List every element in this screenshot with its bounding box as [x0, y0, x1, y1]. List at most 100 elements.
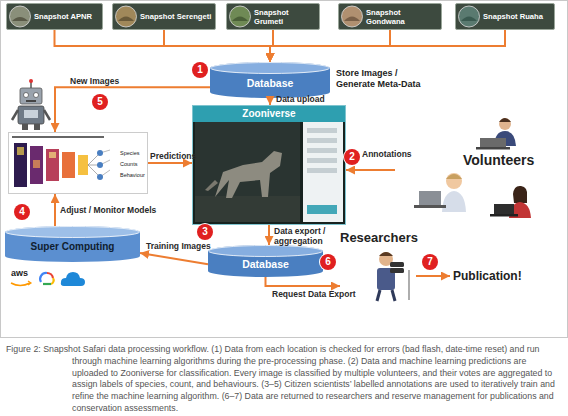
callout-number: 2: [344, 149, 360, 165]
volunteer-child: [419, 191, 441, 205]
researcher-person: [408, 270, 409, 300]
edge-label: Request Data Export: [272, 289, 356, 299]
callout-number: 5: [92, 94, 108, 110]
volunteer-person: [494, 131, 516, 146]
researcher-person: [377, 268, 395, 290]
location-photo: [12, 17, 28, 21]
robot-icon: [12, 110, 18, 120]
researcher-person: [377, 290, 380, 301]
cloud-logos: [28, 281, 31, 285]
node-label: Snapshot Ruaha: [483, 4, 552, 29]
robot-icon: [24, 93, 29, 98]
location-box: Snapshot Ruaha: [455, 3, 555, 30]
figure-caption: Figure 2: Snapshot Safari data processin…: [6, 344, 562, 415]
cloud-logos: [11, 283, 30, 286]
cnn-figure: SpeciesCountsBehaviour: [8, 132, 148, 194]
cnn-illustration: [12, 136, 110, 187]
flow-arrow: [270, 30, 273, 62]
location-photo: [230, 6, 251, 27]
node-label: Researchers: [340, 230, 418, 245]
camera-trap-screenshot: [307, 168, 337, 173]
cylinder-top: [6, 227, 140, 238]
researcher-person: [379, 252, 393, 256]
camera-trap-screenshot: [307, 205, 337, 214]
volunteer-child: [446, 174, 462, 179]
figure-frame: [1, 1, 568, 338]
robot-icon: [24, 110, 38, 118]
researcher-person: [392, 290, 395, 301]
cnn-illustration: [97, 150, 103, 156]
robot-icon: [26, 100, 36, 102]
cloud-logos: [47, 273, 53, 278]
volunteer-person: [490, 186, 531, 218]
flow-arrow: [55, 87, 210, 132]
camera-trap-screenshot: [195, 122, 300, 222]
node-label: Volunteers: [463, 152, 534, 168]
location-box: Snapshot Serengeti: [112, 3, 216, 30]
node-label: Database: [208, 258, 323, 270]
camera-trap-screenshot: [307, 128, 337, 133]
robot-icon: [30, 82, 32, 88]
camera-trap-screenshot: [215, 151, 282, 198]
flow-arrow: [270, 30, 390, 62]
cnn-illustration: [78, 155, 88, 175]
researcher-person: [377, 252, 409, 301]
cnn-illustration: [12, 136, 104, 138]
robot-icon: [18, 106, 44, 124]
edge-label: Training Images: [146, 241, 211, 251]
cloud-logos: [61, 272, 85, 286]
flow-arrow: [266, 277, 341, 286]
cnn-illustration: [49, 152, 56, 158]
cylinder-body: [5, 226, 140, 262]
cnn-illustration: [62, 152, 75, 178]
location-photo: [342, 6, 363, 27]
volunteer-person: [509, 202, 531, 218]
robot-icon: [34, 93, 39, 98]
cnn-illustration: [88, 165, 100, 177]
cylinder-body: [208, 245, 323, 277]
volunteer-child: [442, 191, 466, 212]
robot-icon: [34, 124, 40, 130]
database-cylinder: Database: [208, 245, 323, 277]
cloud-logos: [51, 278, 54, 284]
location-photo: [116, 6, 137, 27]
robot-icon: [20, 88, 42, 104]
location-photo: [459, 6, 480, 27]
node-label: Counts: [120, 161, 137, 168]
cnn-illustration: [30, 146, 43, 184]
node-label: Snapshot Grumeti: [254, 4, 317, 29]
robot-icon: [22, 124, 28, 130]
node-label: Behaviour: [120, 172, 145, 179]
edge-label: New Images: [70, 76, 119, 86]
location-box: Snapshot Grumeti: [226, 3, 320, 30]
edge-label: Data export / aggregation: [274, 226, 354, 246]
camera-trap-screenshot: [307, 148, 337, 153]
camera-trap-screenshot: [307, 138, 337, 143]
cylinder-top: [209, 246, 323, 257]
database-cylinder: Database: [210, 62, 330, 98]
supercomputer-cylinder: Super Computing: [5, 226, 140, 262]
cloud-logos: [40, 273, 47, 282]
callout-number: 6: [320, 254, 336, 270]
camera-trap-screenshot: [205, 180, 218, 191]
location-photo: [461, 17, 477, 22]
location-box: Snapshot APNR: [6, 3, 103, 30]
flow-arrow: [55, 30, 271, 62]
volunteer-group: Volunteers: [395, 112, 560, 222]
step-label: Store Images / Generate Meta-Data: [336, 68, 432, 90]
volunteer-person: [499, 118, 511, 122]
robot-icon: [29, 79, 33, 83]
volunteer-person: [490, 214, 518, 217]
location-photo: [10, 6, 480, 27]
node-label: Super Computing: [5, 241, 140, 253]
cnn-illustration: [100, 150, 110, 153]
node-label: Snapshot APNR: [34, 4, 100, 29]
flow-arrow: [164, 30, 270, 62]
camera-trap-screenshot: [195, 122, 343, 222]
node-label: Database: [210, 77, 330, 89]
researcher-person: [390, 262, 404, 267]
cnn-illustration: [46, 149, 59, 181]
flow-arrow: [148, 162, 192, 164]
volunteer-person: [499, 118, 511, 130]
